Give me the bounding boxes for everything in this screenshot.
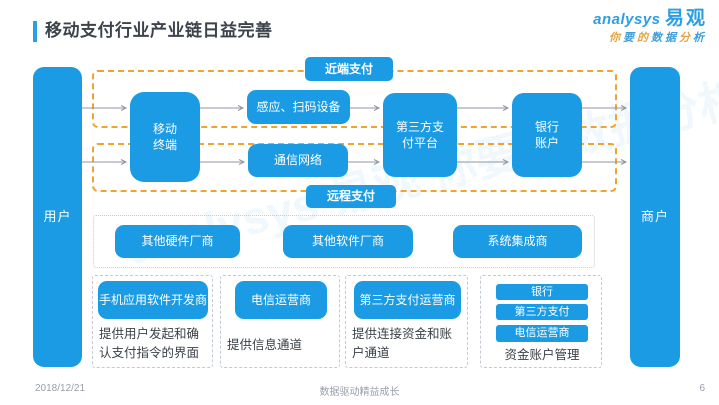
logo-brand-cn: 易观 xyxy=(664,8,707,29)
node-telecom-operator-small: 电信运营商 xyxy=(496,325,588,342)
node-bank: 银行 xyxy=(496,284,588,300)
footer-page-number: 6 xyxy=(699,383,705,394)
node-third-party-payment-platform: 第三方支付平台 xyxy=(383,93,457,177)
node-merchant: 商户 xyxy=(630,67,680,367)
node-third-party-payment: 第三方支付 xyxy=(496,304,588,320)
footer-slogan: 数据驱动精益成长 xyxy=(319,387,400,398)
vendors-frame xyxy=(93,215,595,268)
cell-third-party-operator: 第三方支付运营商 提供连接资金和账户通道 xyxy=(345,275,468,368)
logo-tagline: 你要的数据分析 xyxy=(609,31,707,44)
node-other-hardware-vendors: 其他硬件厂商 xyxy=(115,225,240,258)
near-field-payment-label: 近端支付 xyxy=(305,57,393,81)
cell-telecom-operator: 电信运营商 提供信息通道 xyxy=(220,275,340,368)
desc-third-party-operator: 提供连接资金和账户通道 xyxy=(352,327,453,360)
node-other-software-vendors: 其他软件厂商 xyxy=(283,225,413,258)
desc-telecom-operator: 提供信息通道 xyxy=(227,338,303,352)
footer-date: 2018/12/21 xyxy=(35,383,86,394)
node-user: 用户 xyxy=(33,67,82,367)
page-title: 移动支付行业产业链日益完善 xyxy=(45,21,273,40)
node-mobile-app-developer: 手机应用软件开发商 xyxy=(98,281,208,319)
logo-brand-en: analysys xyxy=(593,11,661,28)
cell-app-developer: 手机应用软件开发商 提供用户发起和确认支付指令的界面 xyxy=(92,275,213,368)
remote-payment-label: 远程支付 xyxy=(306,185,396,208)
node-bank-account: 银行账户 xyxy=(512,93,582,177)
node-third-party-payment-operator: 第三方支付运营商 xyxy=(354,281,461,319)
node-communication-network: 通信网络 xyxy=(248,144,348,177)
desc-app-developer: 提供用户发起和确认支付指令的界面 xyxy=(99,327,200,360)
node-sensor-scan-device: 感应、扫码设备 xyxy=(247,90,350,124)
cell-fund-account-managers: 银行 第三方支付 电信运营商 资金账户管理 xyxy=(480,275,602,368)
desc-fund-account-management: 资金账户管理 xyxy=(504,348,580,362)
node-system-integrators: 系统集成商 xyxy=(453,225,582,258)
node-telecom-operator: 电信运营商 xyxy=(235,281,327,319)
node-mobile-terminal: 移动终端 xyxy=(130,92,200,182)
analysys-logo: analysys 易观 你要的数据分析 xyxy=(593,8,707,44)
title-accent-bar xyxy=(33,21,37,42)
logo-brand: analysys 易观 xyxy=(593,8,707,30)
